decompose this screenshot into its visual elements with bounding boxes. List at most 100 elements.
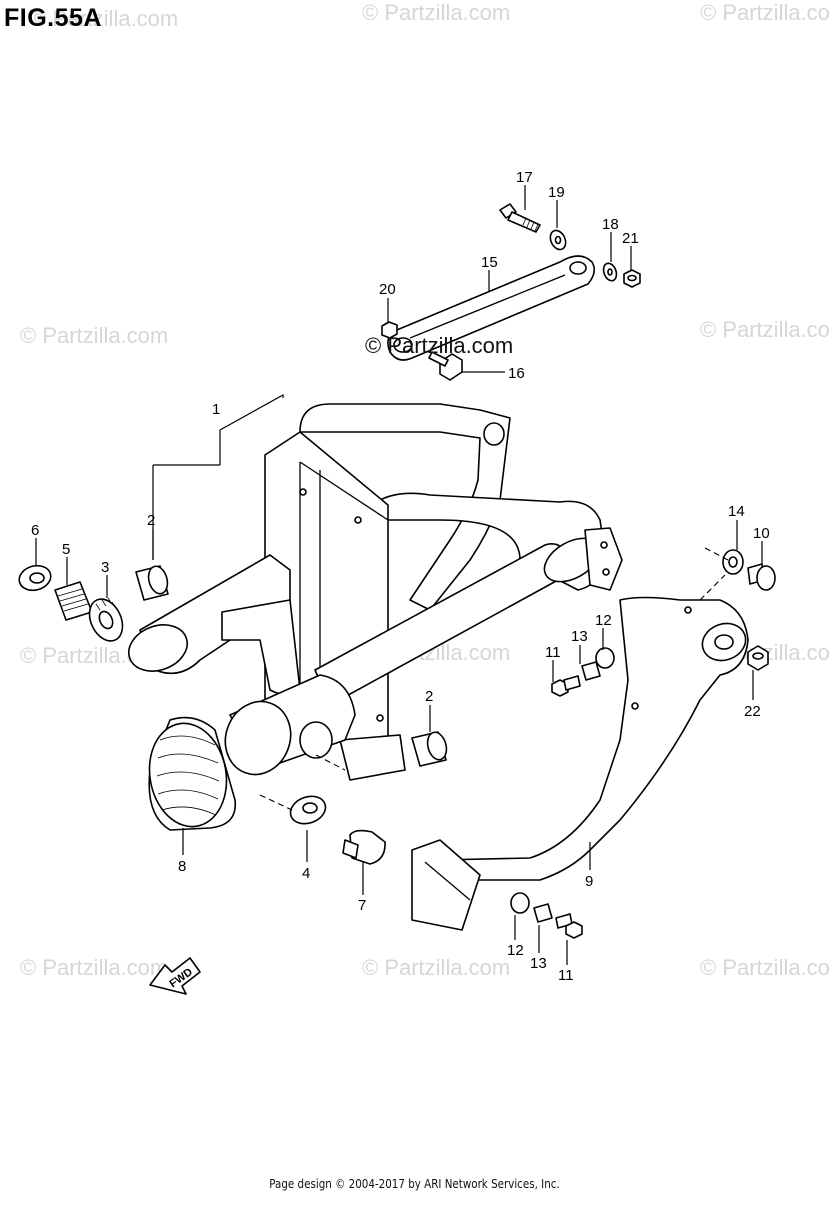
callout-10: 10 xyxy=(753,525,770,542)
watermark: © Partzilla.com xyxy=(700,955,829,980)
watermark: © Partzilla.com xyxy=(20,955,168,980)
left-arm-bearing-boss xyxy=(128,624,188,672)
callout-14: 14 xyxy=(728,503,745,520)
brace-pivot-hole xyxy=(714,634,734,650)
right-brace-assembly xyxy=(411,547,776,939)
tube-mount-hole xyxy=(483,422,505,446)
bolt-shank xyxy=(563,675,581,691)
callout-12: 12 xyxy=(507,942,524,959)
crossmember-edge xyxy=(299,461,389,521)
pivot-bearing-inner xyxy=(302,802,318,814)
callout-12: 12 xyxy=(595,612,612,629)
callout-labels: 1 2 2 3 4 5 6 7 8 9 10 11 11 12 12 13 13… xyxy=(31,169,770,984)
universal-joint-opening xyxy=(224,700,292,776)
brace-bolt-hole xyxy=(684,606,692,614)
flange-bolt-hole xyxy=(602,568,610,576)
rod-eye-rear xyxy=(569,261,587,275)
bushing-end xyxy=(426,731,448,761)
front-parts xyxy=(148,716,448,865)
pivot-socket xyxy=(299,721,333,759)
watermark: © Partzilla.com xyxy=(700,317,829,342)
brace-bolt-hole xyxy=(631,702,639,710)
callout-7: 7 xyxy=(358,897,366,914)
callout-21: 21 xyxy=(622,230,639,247)
callout-13: 13 xyxy=(530,955,547,972)
bracket-edge xyxy=(424,861,471,901)
swing-arm xyxy=(128,403,623,781)
pivot-bolt-shank xyxy=(342,839,359,859)
assembly-line xyxy=(259,794,293,811)
swing-arm-upper-tube xyxy=(299,403,511,611)
pivot-bolt-head xyxy=(349,829,386,865)
mount-hole xyxy=(354,516,362,524)
pivot-bearing-inner xyxy=(98,610,114,630)
mount-hole xyxy=(376,714,384,722)
callout-15: 15 xyxy=(481,254,498,271)
watermark: © Partzilla.com xyxy=(362,0,510,25)
swing-arm-gusset xyxy=(221,599,301,696)
watermark-layer: © Partzilla.com © Partzilla.com © Partzi… xyxy=(20,0,829,980)
washer-hole xyxy=(607,268,613,276)
spacer xyxy=(533,903,553,923)
crossmember-foot xyxy=(339,734,406,781)
brace-arm xyxy=(439,596,749,881)
page-footer: Page design © 2004-2017 by ARI Network S… xyxy=(269,1177,560,1191)
callout-1: 1 xyxy=(212,401,220,418)
mount-hole xyxy=(299,488,307,496)
nut-hole xyxy=(627,274,637,282)
watermark-overlay: © Partzilla.com xyxy=(365,333,513,358)
lock-nut-hole xyxy=(752,652,764,660)
callout-17: 17 xyxy=(516,169,533,186)
callout-9: 9 xyxy=(585,873,593,890)
watermark: © Partzilla.com xyxy=(362,955,510,980)
bolt-shank xyxy=(428,351,449,367)
spacer xyxy=(581,661,601,681)
assembly-line xyxy=(315,754,346,771)
left-pivot-parts xyxy=(18,564,169,642)
watermark: © Partzilla.com xyxy=(20,323,168,348)
callout-16: 16 xyxy=(508,365,525,382)
fwd-arrow-icon xyxy=(149,957,201,995)
rod-edge-line xyxy=(409,274,566,339)
bolt-head xyxy=(499,203,517,219)
torque-rod-assembly xyxy=(381,203,641,381)
callout-13: 13 xyxy=(571,628,588,645)
flange-bolt-hole xyxy=(600,541,608,549)
callout-8: 8 xyxy=(178,858,186,875)
pivot-shaft-thread xyxy=(57,588,89,612)
boot-ribs xyxy=(156,735,220,816)
figure-title: FIG.55A xyxy=(4,4,102,32)
collar-hole xyxy=(728,556,738,568)
callout-2: 2 xyxy=(425,688,433,705)
callout-2: 2 xyxy=(147,512,155,529)
callout-4: 4 xyxy=(302,865,310,882)
bearing-rollers xyxy=(95,597,117,611)
bushing-end xyxy=(147,565,169,595)
callout-11: 11 xyxy=(545,644,561,661)
watermark: © Partzilla.com xyxy=(700,0,829,25)
callout-11: 11 xyxy=(558,967,574,984)
brace-bracket xyxy=(411,839,481,931)
leader-1 xyxy=(152,393,284,560)
nut xyxy=(381,321,398,339)
final-drive-mount xyxy=(584,527,623,591)
callout-19: 19 xyxy=(548,184,565,201)
leader-lines xyxy=(35,185,763,965)
callout-5: 5 xyxy=(62,541,70,558)
cushion xyxy=(510,892,530,914)
callout-18: 18 xyxy=(602,216,619,233)
bolt-head xyxy=(565,921,583,939)
pivot-cap-hole xyxy=(29,572,45,584)
washer-hole xyxy=(554,235,562,245)
cushion xyxy=(595,647,615,669)
rubber-boot-mouth xyxy=(148,722,228,828)
assembly-line xyxy=(699,547,729,601)
callout-3: 3 xyxy=(101,559,109,576)
watermark: © Partzilla.com xyxy=(30,6,178,31)
torque-rod xyxy=(387,255,596,361)
callout-22: 22 xyxy=(744,703,761,720)
bolt-thread xyxy=(522,217,539,232)
rod-eye-front xyxy=(393,337,413,353)
